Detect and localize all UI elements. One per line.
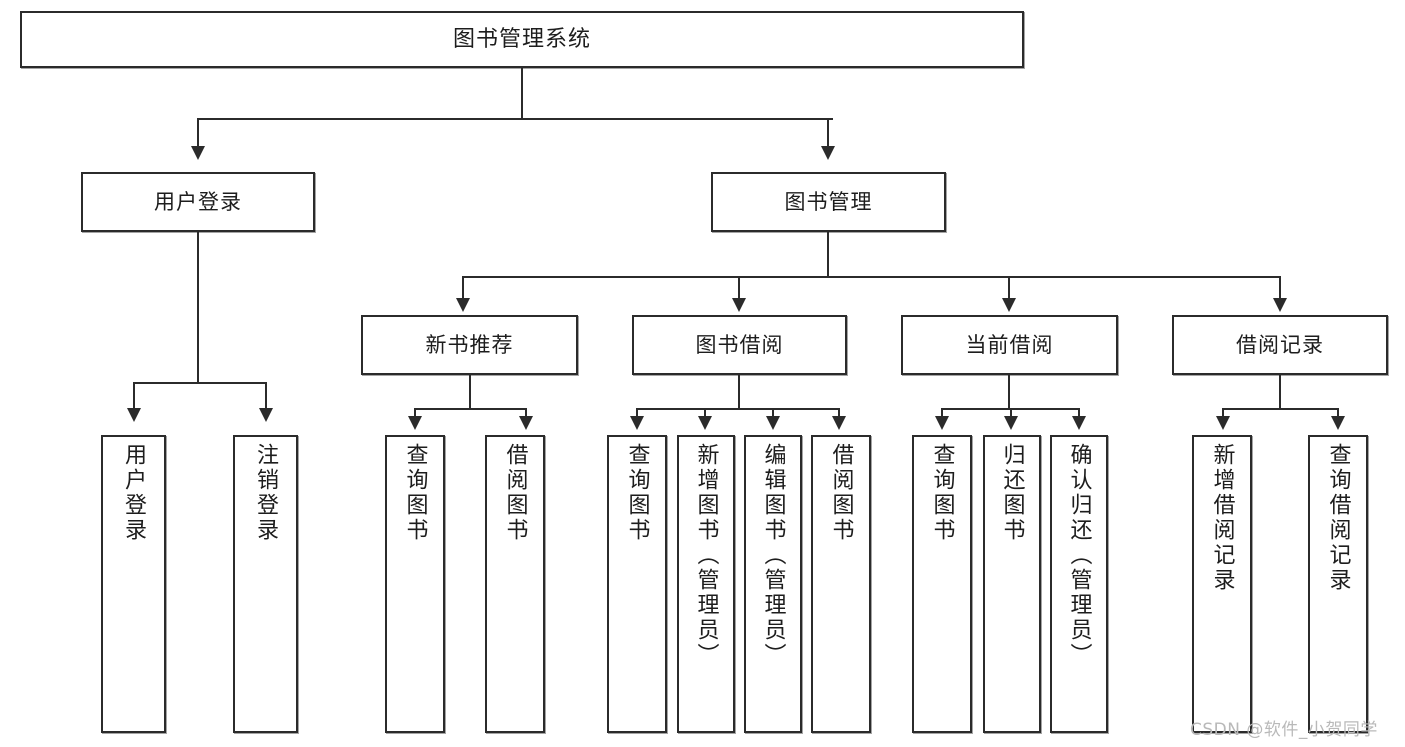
node-label: 图书管理系统 [452, 26, 591, 52]
connector-drop-borrow-record [1279, 276, 1281, 300]
leaf-label: 借阅图书 [828, 443, 854, 543]
arrowhead-nb-leaf-1 [519, 416, 533, 430]
leaf-label: 归还图书 [999, 443, 1025, 543]
leaf-node-logout[interactable]: 注销登录 [233, 435, 298, 733]
arrowhead-bb-leaf-1 [698, 416, 712, 430]
connector-current-borrow-stem [1008, 375, 1010, 409]
arrowhead-bb-leaf-0 [630, 416, 644, 430]
leaf-label: 查询借阅记录 [1325, 443, 1351, 593]
connector-drop-book-management [827, 118, 829, 148]
arrowhead-br-leaf-0 [1216, 416, 1230, 430]
arrowhead-leaf-user-login [127, 408, 141, 422]
connector-book-borrow-bus [636, 408, 840, 410]
leaf-node-query-book-nb[interactable]: 查询图书 [385, 435, 445, 733]
connector-drop-leaf-logout [265, 382, 267, 410]
arrowhead-leaf-logout [259, 408, 273, 422]
connector-root-stem [521, 68, 523, 119]
connector-drop-nb-leaf-0 [414, 408, 416, 418]
node-book-management[interactable]: 图书管理 [711, 172, 946, 232]
connector-root-bus [197, 118, 833, 120]
leaf-node-add-borrow-record[interactable]: 新增借阅记录 [1192, 435, 1252, 733]
connector-drop-cb-leaf-2 [1078, 408, 1080, 418]
node-book-borrow[interactable]: 图书借阅 [632, 315, 847, 375]
arrowhead-bb-leaf-3 [832, 416, 846, 430]
leaf-label: 查询图书 [624, 443, 650, 543]
node-label: 用户登录 [154, 189, 242, 214]
connector-drop-new-book [462, 276, 464, 300]
leaf-label: 用户登录 [121, 443, 147, 543]
connector-drop-nb-leaf-1 [525, 408, 527, 418]
arrowhead-nb-leaf-0 [408, 416, 422, 430]
connector-drop-bb-leaf-0 [636, 408, 638, 418]
connector-user-login-stem [197, 232, 199, 383]
leaf-node-query-borrow-record[interactable]: 查询借阅记录 [1308, 435, 1368, 733]
arrowhead-cb-leaf-2 [1072, 416, 1086, 430]
leaf-node-edit-book-admin[interactable]: 编辑图书（管理员） [744, 435, 802, 733]
node-current-borrow[interactable]: 当前借阅 [901, 315, 1118, 375]
connector-drop-user-login [197, 118, 199, 148]
leaf-label: 编辑图书（管理员） [760, 443, 786, 668]
node-label: 当前借阅 [965, 332, 1054, 357]
connector-drop-current-borrow [1008, 276, 1010, 300]
node-book-management-system[interactable]: 图书管理系统 [20, 11, 1024, 68]
arrowhead-book-management [821, 146, 835, 160]
connector-drop-br-leaf-0 [1222, 408, 1224, 418]
leaf-node-borrow-book-nb[interactable]: 借阅图书 [485, 435, 545, 733]
leaf-label: 确认归还（管理员） [1066, 443, 1092, 668]
arrowhead-user-login [191, 146, 205, 160]
node-user-login[interactable]: 用户登录 [81, 172, 315, 232]
connector-drop-cb-leaf-0 [941, 408, 943, 418]
leaf-label: 查询图书 [402, 443, 428, 543]
connector-drop-br-leaf-1 [1337, 408, 1339, 418]
node-new-book-recommend[interactable]: 新书推荐 [361, 315, 578, 375]
csdn-watermark: CSDN @软件_小贺同学 [1190, 720, 1378, 740]
leaf-node-borrow-book-bb[interactable]: 借阅图书 [811, 435, 871, 733]
connector-book-management-stem [827, 232, 829, 277]
connector-drop-bb-leaf-2 [772, 408, 774, 418]
leaf-label: 查询图书 [929, 443, 955, 543]
arrowhead-current-borrow [1002, 298, 1016, 312]
leaf-node-query-book-bb[interactable]: 查询图书 [607, 435, 667, 733]
node-label: 新书推荐 [425, 332, 514, 357]
connector-drop-book-borrow [738, 276, 740, 300]
connector-drop-leaf-user-login [133, 382, 135, 410]
leaf-node-confirm-return-admin[interactable]: 确认归还（管理员） [1050, 435, 1108, 733]
connector-drop-bb-leaf-1 [704, 408, 706, 418]
arrowhead-borrow-record [1273, 298, 1287, 312]
node-label: 图书借阅 [695, 332, 784, 357]
node-borrow-record[interactable]: 借阅记录 [1172, 315, 1388, 375]
arrowhead-book-borrow [732, 298, 746, 312]
connector-book-borrow-stem [738, 375, 740, 409]
arrowhead-bb-leaf-2 [766, 416, 780, 430]
connector-new-book-bus [414, 408, 527, 410]
connector-new-book-stem [469, 375, 471, 409]
leaf-node-user-login[interactable]: 用户登录 [101, 435, 166, 733]
leaf-label: 注销登录 [253, 443, 279, 543]
arrowhead-cb-leaf-0 [935, 416, 949, 430]
arrowhead-br-leaf-1 [1331, 416, 1345, 430]
leaf-label: 借阅图书 [502, 443, 528, 543]
arrowhead-new-book [456, 298, 470, 312]
connector-borrow-record-stem [1279, 375, 1281, 409]
leaf-node-add-book-admin[interactable]: 新增图书（管理员） [677, 435, 735, 733]
leaf-label: 新增借阅记录 [1209, 443, 1235, 593]
leaf-node-query-book-cb[interactable]: 查询图书 [912, 435, 972, 733]
leaf-label: 新增图书（管理员） [693, 443, 719, 668]
connector-borrow-record-bus [1222, 408, 1339, 410]
connector-drop-bb-leaf-3 [838, 408, 840, 418]
leaf-node-return-book[interactable]: 归还图书 [983, 435, 1041, 733]
node-label: 图书管理 [784, 189, 873, 214]
connector-user-login-bus [133, 382, 265, 384]
connector-drop-cb-leaf-1 [1010, 408, 1012, 418]
connector-level3-bus [462, 276, 1280, 278]
node-label: 借阅记录 [1236, 332, 1324, 357]
arrowhead-cb-leaf-1 [1004, 416, 1018, 430]
